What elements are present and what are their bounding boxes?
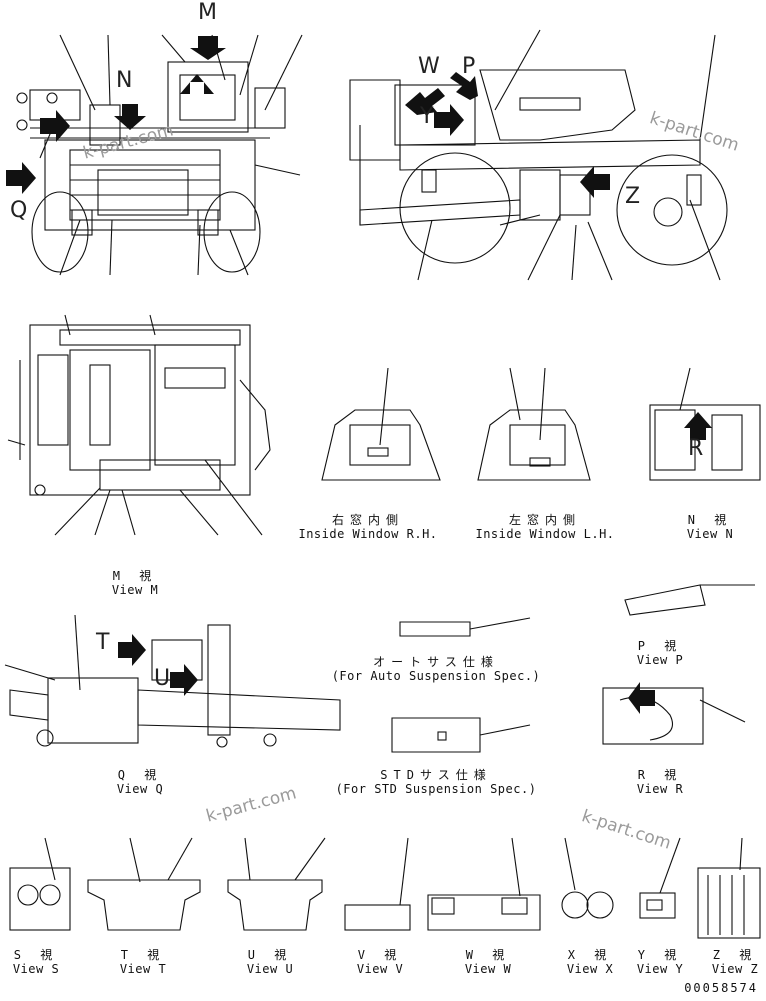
view-w <box>427 837 541 931</box>
letter-u: U <box>154 666 171 691</box>
letter-z: Z <box>625 184 641 209</box>
view-n-panel <box>649 367 761 481</box>
auto-spec-part <box>399 617 531 637</box>
letter-w: W <box>418 54 440 79</box>
drawing-number: 00058574 <box>684 981 758 995</box>
view-s <box>9 837 71 931</box>
view-x <box>561 837 614 919</box>
view-t <box>87 837 201 931</box>
letter-r: R <box>688 436 704 461</box>
arrows-top-left <box>6 36 226 194</box>
view-p-part <box>624 584 755 616</box>
std-spec-part <box>391 717 531 753</box>
rear-view-truck <box>16 34 303 276</box>
letter-y: Y <box>420 104 434 129</box>
letter-p: P <box>462 54 476 79</box>
view-q-frame <box>4 614 341 748</box>
letter-q: Q <box>10 198 28 223</box>
letter-n: N <box>116 68 133 93</box>
letter-t: T <box>96 630 110 655</box>
view-z <box>697 837 761 939</box>
frame-top-view <box>7 314 271 536</box>
letter-m: M <box>198 0 217 25</box>
view-r-part <box>602 682 746 745</box>
arrows-top-right <box>405 72 610 198</box>
view-u <box>227 837 326 931</box>
cab-inside-lh <box>477 367 591 481</box>
caption-std-suspension-spec: STDサス仕様(For STD Suspension Spec.) <box>335 768 537 796</box>
side-view-truck <box>349 29 728 281</box>
caption-auto-suspension-spec: オートサス仕様(For Auto Suspension Spec.) <box>331 655 541 683</box>
view-v <box>344 837 411 931</box>
arrows-q <box>118 634 198 696</box>
cab-inside-rh <box>321 367 441 481</box>
view-y <box>639 837 681 919</box>
